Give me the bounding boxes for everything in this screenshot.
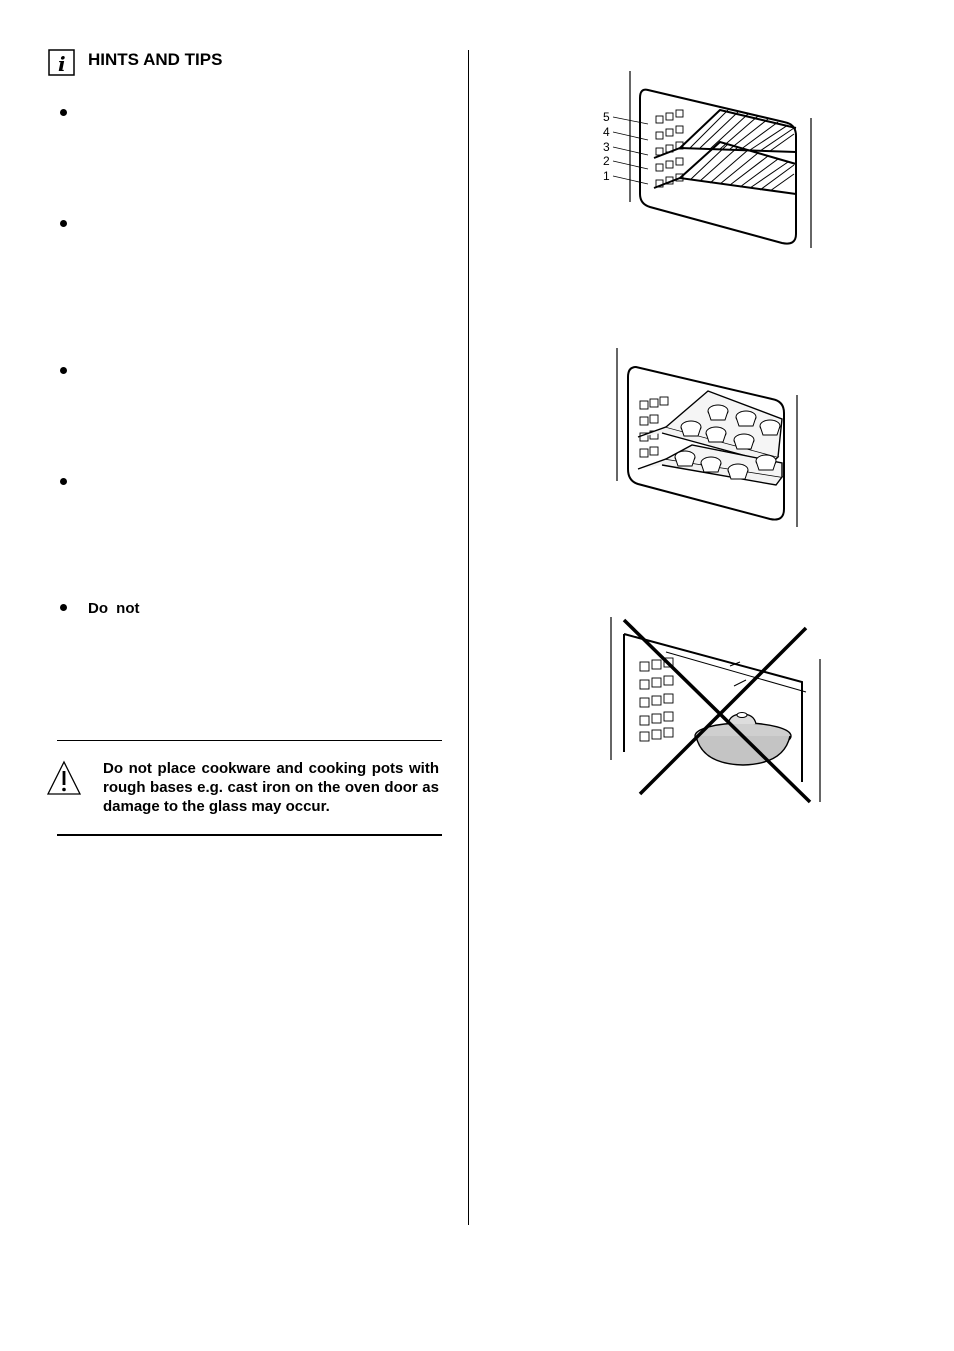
shelf-label-4: 4 [603, 125, 610, 139]
pot-on-oven-door-illustration [610, 617, 821, 804]
column-divider [468, 50, 469, 1225]
shelf-label-1: 1 [603, 169, 610, 183]
shelf-label-3: 3 [603, 140, 610, 154]
warning-top-rule [57, 740, 442, 741]
bullet-1 [60, 109, 67, 116]
oven-shelf-positions-illustration: 5 4 3 2 1 [603, 71, 812, 248]
warning-triangle-icon [46, 760, 82, 795]
section-heading: HINTS AND TIPS [88, 50, 223, 69]
bullet-5 [60, 604, 67, 611]
warning-bottom-rule [57, 834, 442, 836]
shelf-label-5: 5 [603, 110, 610, 124]
bullet-5-text: Do not [88, 600, 140, 617]
shelf-label-2: 2 [603, 154, 610, 168]
svg-text:i: i [58, 52, 66, 76]
warning-text: Do not place cookware and cooking pots w… [103, 760, 439, 815]
info-icon: i [48, 49, 75, 76]
oven-cupcake-trays-illustration [616, 348, 798, 527]
bullet-2 [60, 220, 67, 227]
bullet-3 [60, 367, 67, 374]
bullet-4 [60, 478, 67, 485]
